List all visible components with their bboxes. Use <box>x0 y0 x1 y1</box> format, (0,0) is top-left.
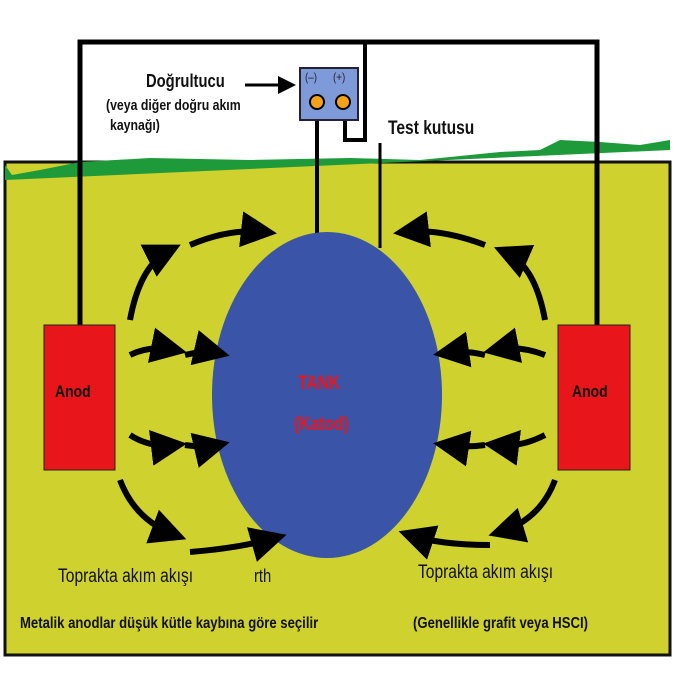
footer-note-right: (Genellikle grafit veya HSCI) <box>413 615 588 632</box>
rectifier-sublabel-2: kaynağı) <box>110 117 160 134</box>
negative-terminal <box>309 94 325 110</box>
footer-note-left: Metalik anodlar düşük kütle kaybına göre… <box>20 615 319 632</box>
anode-left <box>43 324 116 471</box>
test-box-label: Test kutusu <box>388 118 475 139</box>
rectifier-sublabel-1: (veya diğer doğru akım <box>106 97 241 114</box>
anode-left-label: Anod <box>55 382 91 401</box>
soil-current-left-label: Toprakta akım akışı <box>58 566 194 587</box>
anode-right-label: Anod <box>572 382 608 401</box>
positive-terminal <box>335 94 351 110</box>
wires <box>77 39 600 325</box>
minus-label: (–) <box>305 70 318 84</box>
anode-right <box>557 324 631 471</box>
plus-label: (+) <box>333 70 346 84</box>
label-residue: rth <box>254 566 272 586</box>
tank-label: TANK <box>298 373 341 394</box>
rectifier-box <box>299 67 359 121</box>
rectifier-label: Doğrultucu <box>146 71 225 91</box>
current-flow-arrows <box>117 211 558 562</box>
tank-cathode-label: (Katod) <box>294 414 349 435</box>
soil-current-right-label: Toprakta akım akışı <box>418 562 554 583</box>
tank <box>212 232 442 558</box>
ground-surface <box>5 140 670 180</box>
